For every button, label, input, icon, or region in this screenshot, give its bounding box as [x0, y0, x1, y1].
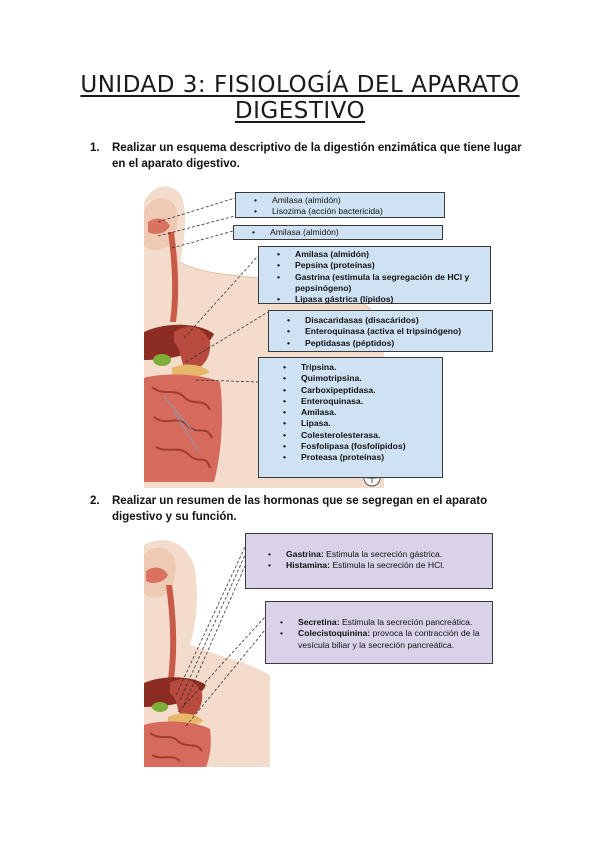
hormone-description: Estimula la secreción pancreática. — [341, 617, 473, 627]
enzyme-box-intestine: Disacaridasas (disacáridos) Enteroquinas… — [268, 310, 493, 352]
enzyme-item: Amilasa (almidón) — [277, 249, 484, 261]
enzyme-item: Carboxipeptidasa. — [283, 385, 442, 397]
enzyme-item: Lipasa gástrica (lípidos) — [277, 294, 484, 306]
enzyme-item: Gastrina (estimula la segregación de HCl… — [277, 272, 484, 295]
hormone-description: Estimula la secreción de HCl. — [332, 560, 445, 571]
enzyme-item: Amilasa (almidón) — [254, 195, 444, 207]
question-2-text: Realizar un resumen de las hormonas que … — [112, 495, 488, 523]
hormone-name: Colecistoquinina: — [298, 628, 371, 639]
enzyme-item: Enteroquinasa. — [283, 396, 442, 408]
hormone-item: Histamina: Estimula la secreción de HCl. — [268, 560, 486, 572]
enzyme-item: Pepsina (proteínas) — [277, 260, 484, 272]
hormone-item: Secretina: Estimula la secreción pancreá… — [280, 617, 486, 629]
enzyme-item: Fosfolipasa (fosfolípidos) — [283, 441, 442, 453]
hormone-name: Gastrina: — [286, 549, 324, 559]
hormone-item: Gastrina: Estimula la secreción gástrica… — [268, 549, 486, 561]
hormone-box-stomach: Gastrina: Estimula la secreción gástrica… — [245, 533, 493, 589]
enzyme-item: Colesterolesterasa. — [283, 430, 442, 442]
enzyme-box-pancreas: Tripsina. Quimotripsina. Carboxipeptidas… — [258, 357, 443, 478]
enzyme-box-stomach: Amilasa (almidón) Pepsina (proteínas) Ga… — [258, 246, 491, 306]
enzyme-box-esophagus: Amilasa (almidón) — [233, 225, 443, 240]
enzyme-item: Tripsina. — [283, 362, 442, 374]
question-1-text: Realizar un esquema descriptivo de la di… — [112, 142, 522, 170]
hormone-description: Estimula la secreción gástrica. — [326, 549, 443, 559]
enzyme-item: Lisozima (acción bactericida) — [254, 206, 444, 218]
hormone-name: Secretina: — [298, 617, 340, 627]
question-1-number: 1. — [90, 142, 100, 154]
enzyme-box-mouth: Amilasa (almidón) Lisozima (acción bacte… — [235, 192, 445, 218]
enzyme-item: Quimotripsina. — [283, 373, 442, 385]
enzyme-item: Disacaridasas (disacáridos) — [287, 315, 492, 327]
hormone-box-intestine: Secretina: Estimula la secreción pancreá… — [265, 601, 493, 664]
enzyme-item: Enteroquinasa (activa el tripsinógeno) — [287, 326, 492, 338]
page-title-line1: UNIDAD 3: FISIOLOGÍA DEL APARATO — [80, 72, 520, 98]
hormone-item: Colecistoquinina: provoca la contracción… — [280, 628, 486, 651]
enzyme-item: Amilasa. — [283, 407, 442, 419]
question-2: 2. Realizar un resumen de las hormonas q… — [90, 493, 530, 525]
question-1: 1. Realizar un esquema descriptivo de la… — [90, 140, 530, 172]
enzyme-item: Peptidasas (péptidos) — [287, 338, 492, 350]
hormone-description: provoca la contracción de la vesícula bi… — [298, 628, 480, 650]
hormone-name: Histamina: — [286, 560, 330, 571]
page-title-line2: DIGESTIVO — [234, 98, 366, 124]
question-2-number: 2. — [90, 495, 100, 507]
enzyme-item: Proteasa (proteínas) — [283, 452, 442, 464]
enzyme-item: Amilasa (almidón) — [252, 227, 442, 239]
enzyme-item: Lipasa. — [283, 418, 442, 430]
